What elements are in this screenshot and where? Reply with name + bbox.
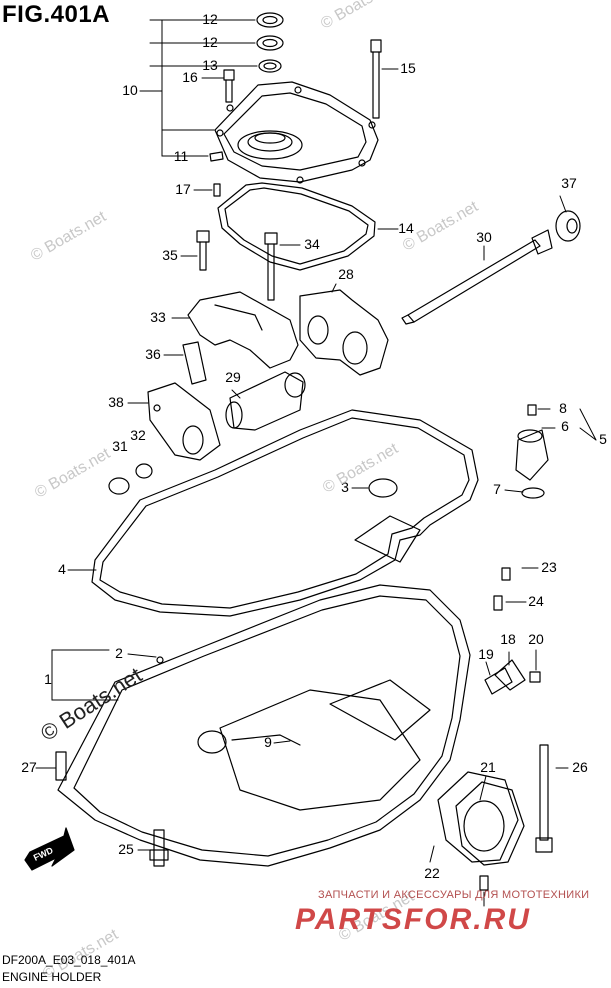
- callout-number-29: 29: [225, 369, 241, 385]
- figure-title: FIG.401A: [2, 1, 111, 28]
- callout-number-5: 5: [599, 431, 607, 447]
- callout-number-37: 37: [561, 175, 577, 191]
- callout-number-4: 4: [58, 561, 66, 577]
- callout-number-12: 12: [202, 34, 218, 50]
- callout-number-31: 31: [112, 438, 128, 454]
- figure-code: DF200A_E03_018_401A: [2, 953, 136, 967]
- callout-number-20: 20: [528, 631, 544, 647]
- callout-number-27: 27: [21, 759, 37, 775]
- callout-number-24: 24: [528, 593, 544, 609]
- promo-logo: PARTSFOR.RU: [295, 903, 531, 936]
- callout-number-26: 26: [572, 759, 588, 775]
- callout-number-19: 19: [478, 646, 494, 662]
- callout-number-16: 16: [182, 69, 198, 85]
- callout-number-21: 21: [480, 759, 496, 775]
- callout-number-9: 9: [264, 734, 272, 750]
- top-cover-part: [214, 81, 379, 184]
- callout-number-14: 14: [398, 220, 414, 236]
- callout-number-35: 35: [162, 247, 178, 263]
- promo-tagline: ЗАПЧАСТИ И АКСЕССУАРЫ ДЛЯ МОТОТЕХНИКИ: [318, 889, 590, 901]
- callout-number-7: 7: [493, 481, 501, 497]
- callout-number-1: 1: [44, 671, 52, 687]
- callout-number-32: 32: [130, 427, 146, 443]
- callout-number-13: 13: [202, 57, 218, 73]
- callout-number-38: 38: [108, 394, 124, 410]
- callout-number-12: 12: [202, 11, 218, 27]
- callout-number-33: 33: [150, 309, 166, 325]
- callout-number-6: 6: [561, 418, 569, 434]
- callout-number-3: 3: [341, 479, 349, 495]
- callout-number-17: 17: [175, 181, 191, 197]
- callout-number-25: 25: [118, 841, 134, 857]
- callout-number-28: 28: [338, 266, 354, 282]
- callout-number-15: 15: [400, 60, 416, 76]
- callout-number-10: 10: [122, 82, 138, 98]
- callout-number-2: 2: [115, 645, 123, 661]
- callout-number-11: 11: [174, 148, 189, 164]
- figure-caption: ENGINE HOLDER: [2, 970, 102, 984]
- callout-number-18: 18: [500, 631, 516, 647]
- callout-number-22: 22: [424, 865, 440, 881]
- callout-number-36: 36: [145, 346, 161, 362]
- callout-number-34: 34: [304, 236, 320, 252]
- callout-number-30: 30: [476, 229, 492, 245]
- callout-number-8: 8: [559, 400, 567, 416]
- callout-number-23: 23: [541, 559, 557, 575]
